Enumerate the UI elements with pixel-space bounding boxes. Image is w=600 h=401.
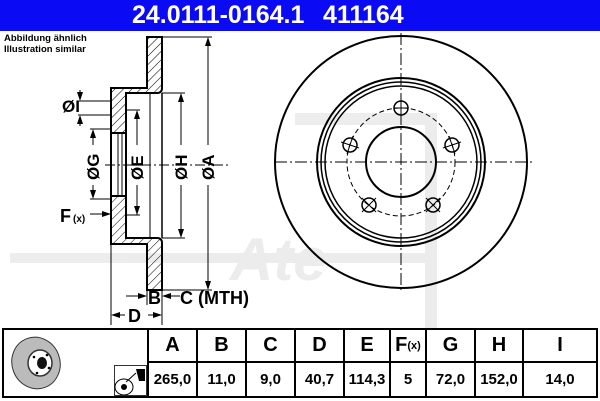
- column-d: D 40,7: [296, 330, 345, 396]
- header-d: D: [296, 330, 343, 363]
- column-a: A 265,0: [149, 330, 198, 396]
- cleaning-spray-icon: [114, 365, 147, 396]
- header-c: C: [247, 330, 294, 363]
- product-image-cell: [4, 330, 149, 396]
- svg-text:Ate: Ate: [228, 226, 327, 293]
- label-dia-h: ØH: [172, 155, 191, 181]
- header-i: I: [524, 330, 596, 363]
- column-h: H 152,0: [476, 330, 524, 396]
- dimensions-table: A 265,0 B 11,0 C 9,0 D 40,7 E 114,3 F(x)…: [2, 328, 598, 398]
- header-f-sub: (x): [407, 339, 421, 352]
- label-f: F: [60, 206, 71, 226]
- header-h: H: [476, 330, 522, 363]
- header-e: E: [345, 330, 389, 363]
- article-code: 411164: [323, 1, 404, 29]
- dimension-arrows: [77, 37, 211, 318]
- column-i: I 14,0: [524, 330, 596, 396]
- label-f-sub: (x): [73, 214, 85, 225]
- header-a: A: [149, 330, 196, 363]
- technical-drawing: Ate: [10, 33, 532, 328]
- ate-watermark: Ate: [10, 113, 437, 328]
- illustration-note: Abbildung ähnlich Illustration similar: [4, 33, 87, 55]
- part-number: 24.0111-0164.1: [132, 1, 305, 29]
- value-c: 9,0: [260, 371, 281, 388]
- label-dia-g: ØG: [84, 154, 103, 180]
- column-b: B 11,0: [198, 330, 247, 396]
- label-b: B: [148, 288, 161, 308]
- value-f: 5: [403, 371, 413, 388]
- header-b: B: [198, 330, 245, 363]
- dimension-lines: [78, 36, 212, 325]
- column-g: G 72,0: [427, 330, 476, 396]
- value-h: 152,0: [480, 371, 518, 388]
- column-f: F(x) 5: [391, 330, 427, 396]
- note-german: Abbildung ähnlich: [4, 33, 87, 44]
- header-g: G: [427, 330, 474, 363]
- header-f: F(x): [391, 330, 425, 363]
- label-dia-e: ØE: [128, 155, 147, 180]
- title-bar: 24.0111-0164.1 411164: [0, 0, 600, 31]
- label-dia-a: ØA: [199, 155, 218, 181]
- header-f-key: F: [395, 334, 408, 356]
- disc-front-view: [274, 33, 532, 292]
- value-g: 72,0: [435, 371, 466, 388]
- value-a: 265,0: [153, 371, 192, 388]
- disc-cross-section: [105, 36, 230, 291]
- column-e: E 114,3: [345, 330, 391, 396]
- label-c-mth: C (MTH): [180, 288, 249, 308]
- label-d: D: [128, 306, 141, 326]
- brake-disc-icon: [11, 336, 61, 390]
- column-c: C 9,0: [247, 330, 296, 396]
- value-b: 11,0: [207, 371, 236, 388]
- value-i: 14,0: [545, 371, 575, 388]
- value-e: 114,3: [348, 371, 386, 388]
- note-english: Illustration similar: [4, 44, 86, 55]
- value-d: 40,7: [304, 371, 335, 388]
- label-dia-i: ØI: [62, 97, 80, 116]
